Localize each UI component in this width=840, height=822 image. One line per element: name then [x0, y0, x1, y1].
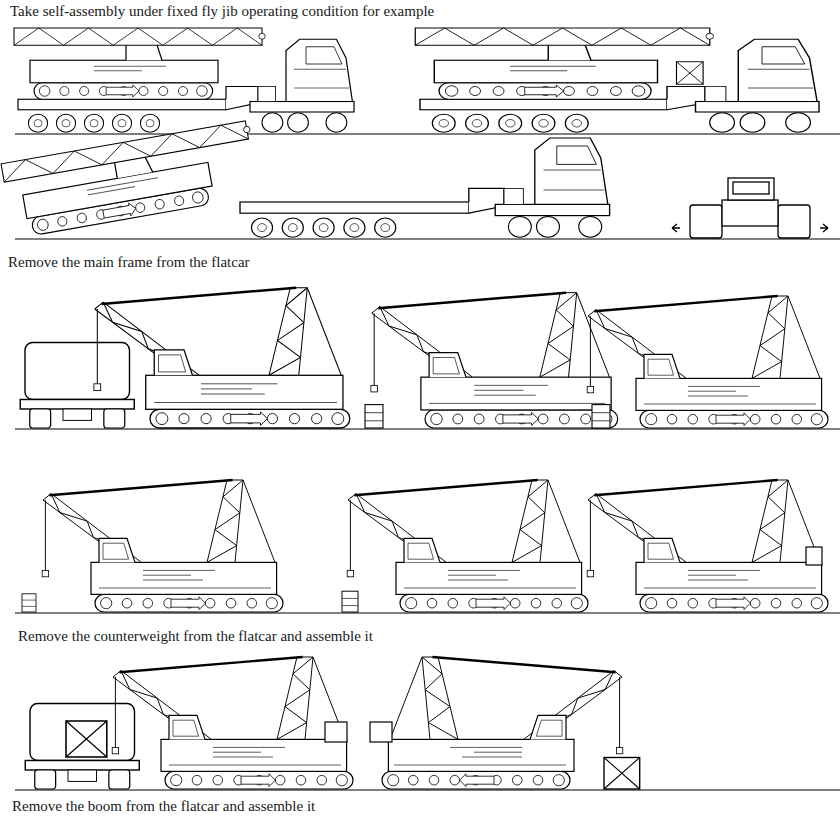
counterweight	[370, 722, 392, 742]
crate	[66, 721, 107, 757]
transport-rig	[415, 28, 819, 132]
counterweight	[342, 591, 358, 612]
counterweight	[806, 547, 822, 565]
crawler-crane	[112, 657, 353, 789]
trailer-truck	[240, 138, 610, 237]
crane-driving-off	[1, 120, 262, 238]
ground-line	[15, 134, 840, 790]
crawler-crane	[347, 480, 588, 612]
block	[592, 405, 610, 428]
crawler-crane	[42, 480, 283, 612]
block	[365, 405, 383, 428]
crawler-crane	[587, 480, 828, 612]
heading: Take self-assembly under fixed fly jib o…	[10, 2, 434, 20]
truck-rear-view	[20, 343, 134, 429]
crawler-crane	[382, 657, 623, 789]
step-caption: Remove the counterweight from the flatca…	[18, 627, 373, 645]
counterweight	[22, 594, 36, 612]
truck-rear-view	[25, 704, 139, 790]
step-caption: Remove the boom from the flatcar and ass…	[12, 797, 315, 815]
transport-rig	[14, 28, 354, 132]
crawler-crane	[587, 296, 828, 428]
crawler-crane	[94, 288, 350, 428]
step-caption: Remove the main frame from the flatcar	[8, 253, 250, 271]
counterweight	[325, 722, 347, 742]
crate	[604, 758, 640, 790]
crane-front-view	[672, 178, 828, 238]
crawler-crane	[371, 293, 618, 428]
